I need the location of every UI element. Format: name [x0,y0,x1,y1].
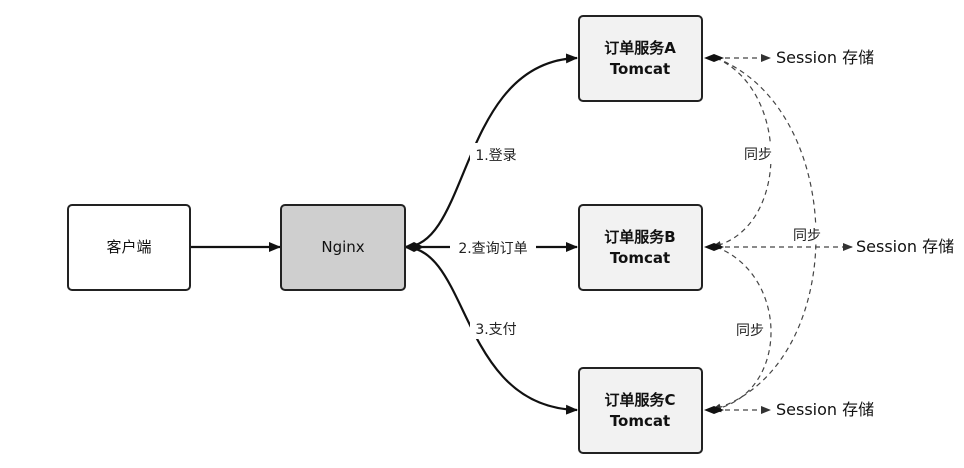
edge-label-query: 2.查询订单 [458,241,527,257]
edge-label-pay: 3.支付 [475,322,516,338]
nginx-node: Nginx [280,204,406,291]
client-node: 客户端 [67,204,191,291]
client-label: 客户端 [106,238,151,256]
service-b-title: 订单服务B [604,228,675,246]
service-a-connector-diamond [704,54,724,62]
service-b-connector-diamond [704,243,724,251]
storage-label-a: Session 存储 [776,48,874,67]
service-c-subtitle: Tomcat [610,412,670,430]
storage-label-c: Session 存储 [776,400,874,419]
nginx-connector-diamond [404,242,424,252]
storage-label-b: Session 存储 [856,237,954,256]
sync-label-b-c: 同步 [736,323,764,339]
sync-label-a-b: 同步 [744,147,772,163]
service-b-node: 订单服务B Tomcat [578,204,703,291]
service-a-title: 订单服务A [604,39,676,57]
service-c-connector-diamond [704,406,724,414]
nginx-label: Nginx [321,238,364,256]
edge-label-login: 1.登录 [475,148,516,164]
service-a-subtitle: Tomcat [610,60,670,78]
sync-label-b-storage: 同步 [793,228,821,244]
service-b-subtitle: Tomcat [610,249,670,267]
service-a-node: 订单服务A Tomcat [578,15,703,102]
service-c-title: 订单服务C [604,391,675,409]
sync-b-to-c [711,246,772,413]
service-c-node: 订单服务C Tomcat [578,367,703,454]
